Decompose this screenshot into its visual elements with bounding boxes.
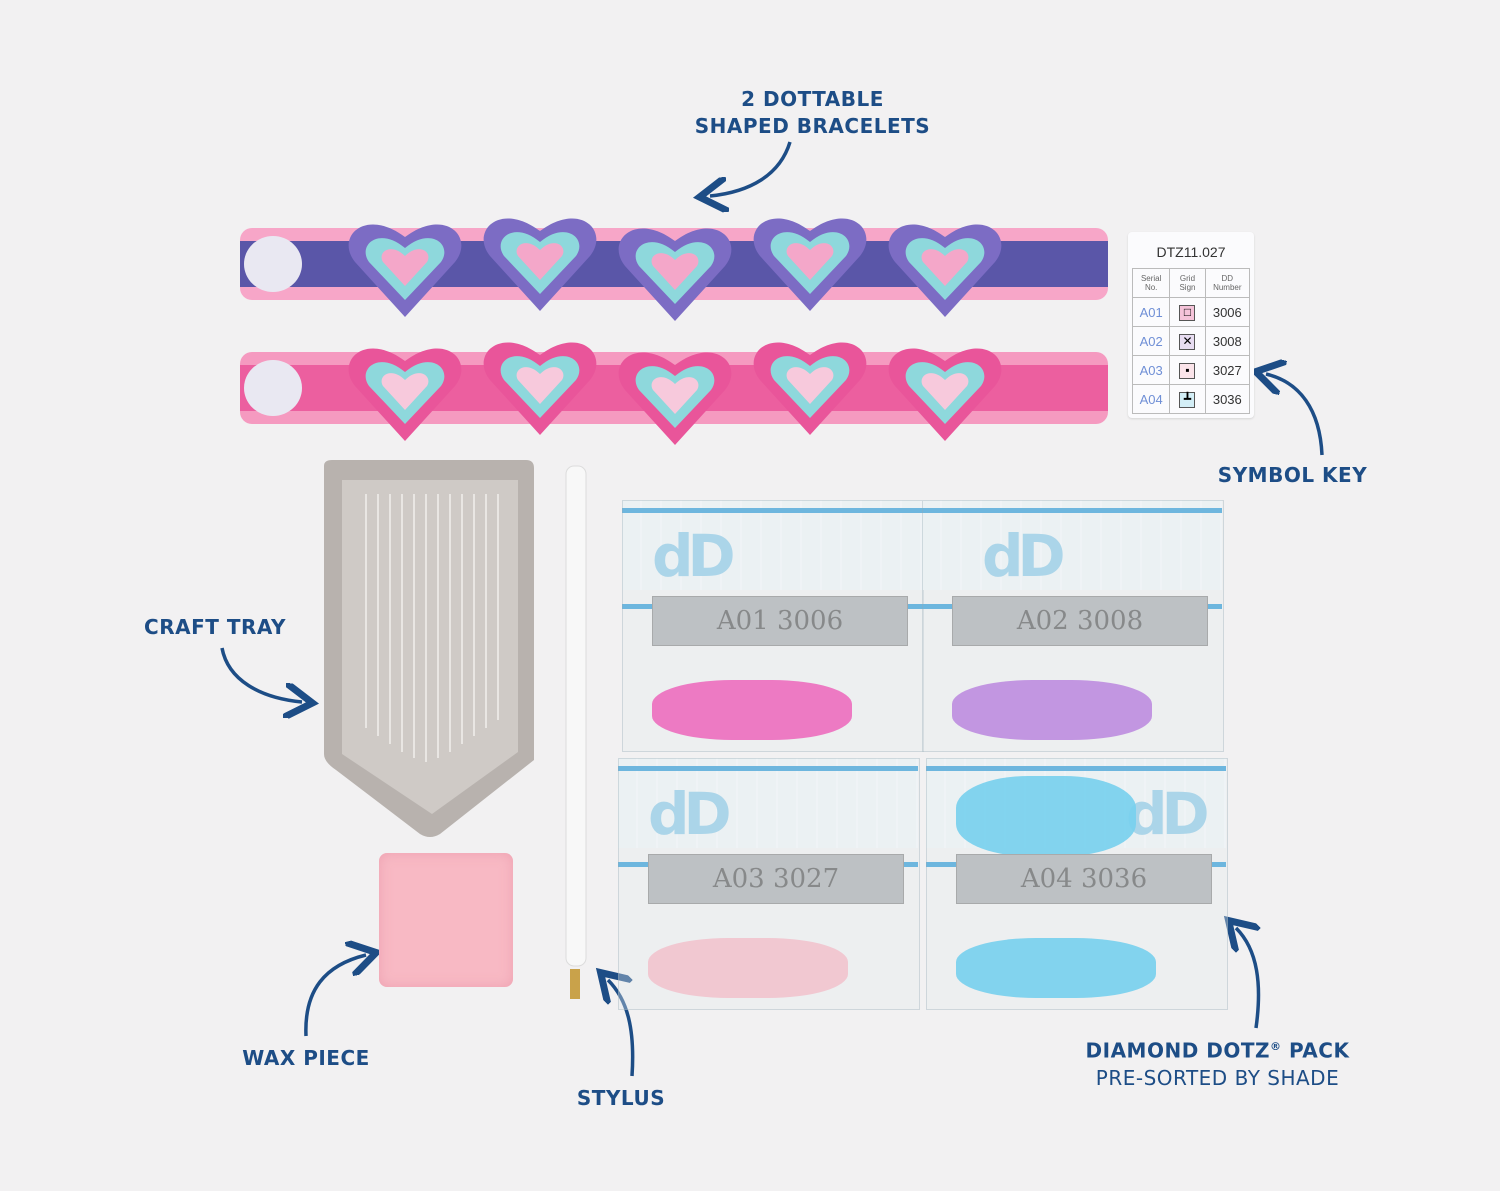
dd-number-cell: 3006	[1204, 297, 1251, 327]
column-header: Grid Sign	[1169, 268, 1206, 298]
pack-bag	[926, 758, 1228, 1010]
wax-piece-label: WAX PIECE	[242, 1046, 370, 1070]
heart	[483, 218, 597, 311]
table-row: A02 ✕ 3008	[1131, 326, 1251, 356]
grid-sign-cell: ┻	[1169, 384, 1206, 414]
beads-purple	[952, 680, 1152, 740]
heart	[618, 228, 732, 321]
pack-label: A03 3027	[648, 854, 904, 904]
craft-tray-label: CRAFT TRAY	[144, 615, 286, 639]
beads-blue-top	[956, 776, 1136, 856]
diamond-dotz-logo-icon: dD	[982, 522, 1066, 590]
pack-label: A02 3008	[952, 596, 1208, 646]
wax-piece	[379, 853, 513, 987]
pack-stripe	[926, 766, 1226, 771]
heart	[348, 224, 462, 317]
table-row: A04 ┻ 3036	[1131, 384, 1251, 414]
grid-sign-icon: □	[1179, 304, 1196, 321]
registered-mark: ®	[1270, 1040, 1282, 1053]
bracelets-label-line2: SHAPED BRACELETS	[694, 114, 931, 138]
pack-stripe	[922, 508, 1222, 513]
dd-number-cell: 3027	[1204, 355, 1251, 385]
dotz-pack: dD A02 3008	[922, 500, 1224, 752]
table-row: A01 □ 3006	[1131, 297, 1251, 327]
serial-cell: A01	[1131, 297, 1171, 327]
dd-number-cell: 3036	[1204, 384, 1251, 414]
diamond-dotz-logo-icon: dD	[648, 780, 732, 848]
bracelets-label-line1: 2 DOTTABLE	[741, 87, 884, 111]
beads-pink	[652, 680, 852, 740]
beads-light-pink	[648, 938, 848, 998]
symbol-key-card: DTZ11.027 Serial No. Grid Sign DD Number…	[1128, 232, 1254, 418]
bracelets-arrow	[710, 141, 792, 196]
stylus-arrow	[608, 980, 635, 1077]
dotz-pack: dD A04 3036	[926, 758, 1228, 1010]
heart	[753, 342, 867, 435]
grid-sign-icon: ✕	[1179, 333, 1196, 350]
stylus	[565, 465, 587, 999]
grid-sign-icon: ▪	[1179, 362, 1196, 379]
dotz-pack-label-tail: PACK	[1281, 1038, 1350, 1063]
velcro-dot	[244, 360, 302, 416]
pack-label: A04 3036	[956, 854, 1212, 904]
pack-header	[618, 758, 918, 848]
dotz-pack-sublabel: PRE-SORTED BY SHADE	[1095, 1065, 1340, 1090]
table-row: A03 ▪ 3027	[1131, 355, 1251, 385]
pack-bag	[622, 500, 924, 752]
heart	[618, 352, 732, 445]
serial-cell: A03	[1131, 355, 1171, 385]
diamond-dotz-logo-icon: dD	[1126, 780, 1210, 848]
velcro-dot	[244, 236, 302, 292]
column-header: Serial No.	[1131, 268, 1171, 298]
pack-label: A01 3006	[652, 596, 908, 646]
serial-cell: A04	[1131, 384, 1171, 414]
bracelet-hearts-purple	[348, 218, 1002, 321]
heart	[348, 348, 462, 441]
craft-tray-arrow	[220, 647, 302, 702]
symbol-key-label: SYMBOL KEY	[1217, 463, 1368, 487]
dotz-pack-label: DIAMOND DOTZ® PACK PRE-SORTED BY SHADE	[1075, 1033, 1360, 1092]
bracelets-label: 2 DOTTABLE SHAPED BRACELETS	[690, 86, 935, 140]
pack-header	[922, 500, 1222, 590]
heart	[753, 218, 867, 311]
heart	[888, 348, 1002, 441]
bracelet-purple	[240, 218, 1108, 321]
symbol-key-arrow	[1266, 374, 1324, 456]
pack-stripe	[618, 766, 918, 771]
dotz-pack-label-main: DIAMOND DOTZ	[1085, 1038, 1271, 1063]
dotz-pack-arrow	[1236, 928, 1259, 1029]
symbol-key-table: Serial No. Grid Sign DD Number A01 □ 300…	[1131, 268, 1251, 414]
symbol-key-code: DTZ11.027	[1156, 244, 1226, 260]
pack-header	[622, 500, 922, 590]
serial-cell: A02	[1131, 326, 1171, 356]
craft-tray	[324, 460, 534, 837]
bracelet-pink	[240, 342, 1108, 445]
heart	[888, 224, 1002, 317]
dd-number-cell: 3008	[1204, 326, 1251, 356]
pack-stripe	[622, 508, 922, 513]
dotz-pack: dD A01 3006	[622, 500, 924, 752]
grid-sign-cell: ▪	[1169, 355, 1206, 385]
dotz-pack: dD A03 3027	[618, 758, 920, 1010]
beads-blue	[956, 938, 1156, 998]
pack-bag	[618, 758, 920, 1010]
heart	[483, 342, 597, 435]
pack-bag	[922, 500, 1224, 752]
grid-sign-cell: ✕	[1169, 326, 1206, 356]
grid-sign-cell: □	[1169, 297, 1206, 327]
column-header: DD Number	[1204, 268, 1251, 298]
wax-piece-arrow	[304, 955, 366, 1037]
bracelet-hearts-pink	[348, 342, 1002, 445]
stylus-label: STYLUS	[576, 1086, 666, 1110]
grid-sign-icon: ┻	[1179, 391, 1196, 408]
diamond-dotz-logo-icon: dD	[652, 522, 736, 590]
